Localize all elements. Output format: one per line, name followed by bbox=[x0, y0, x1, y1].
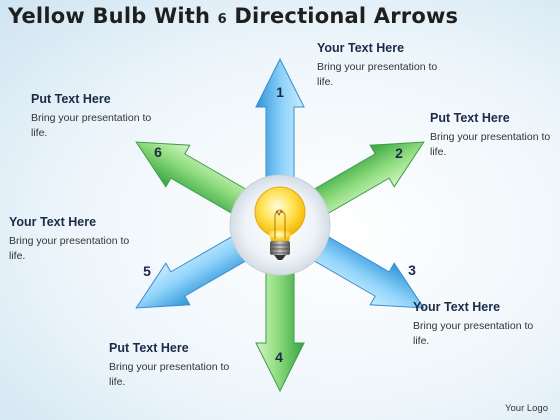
arrow-number-1: 1 bbox=[276, 84, 284, 100]
text-box-heading: Your Text Here bbox=[9, 215, 97, 229]
text-box-3: Your Text Here Bring your presentation t… bbox=[413, 300, 560, 349]
light-bulb-icon bbox=[254, 186, 306, 260]
page-title: Yellow Bulb With 6 Directional Arrows bbox=[8, 4, 459, 28]
text-box-6: Put Text Here Bring your presentation to… bbox=[31, 92, 191, 141]
arrow-number-2: 2 bbox=[395, 145, 403, 161]
text-box-heading: Your Text Here bbox=[413, 300, 501, 314]
text-box-heading: Your Text Here bbox=[317, 41, 405, 55]
text-box-body: Bring your presentation to life. bbox=[430, 131, 551, 158]
text-box-5: Your Text Here Bring your presentation t… bbox=[9, 215, 169, 264]
text-box-body: Bring your presentation to life. bbox=[413, 320, 534, 347]
arrow-number-4: 4 bbox=[275, 349, 283, 365]
text-box-body: Bring your presentation to life. bbox=[109, 361, 230, 388]
arrow-number-3: 3 bbox=[408, 262, 416, 278]
text-box-body: Bring your presentation to life. bbox=[31, 112, 152, 139]
text-box-heading: Put Text Here bbox=[109, 341, 189, 355]
text-box-heading: Put Text Here bbox=[430, 111, 510, 125]
arrow-number-6: 6 bbox=[154, 144, 162, 160]
arrow-number-5: 5 bbox=[143, 263, 151, 279]
logo-text: Your Logo bbox=[505, 403, 548, 414]
text-box-body: Bring your presentation to life. bbox=[317, 61, 438, 88]
text-box-heading: Put Text Here bbox=[31, 92, 111, 106]
text-box-1: Your Text Here Bring your presentation t… bbox=[317, 41, 477, 90]
text-box-4: Put Text Here Bring your presentation to… bbox=[109, 341, 269, 390]
text-box-body: Bring your presentation to life. bbox=[9, 235, 130, 262]
text-box-2: Put Text Here Bring your presentation to… bbox=[430, 111, 560, 160]
